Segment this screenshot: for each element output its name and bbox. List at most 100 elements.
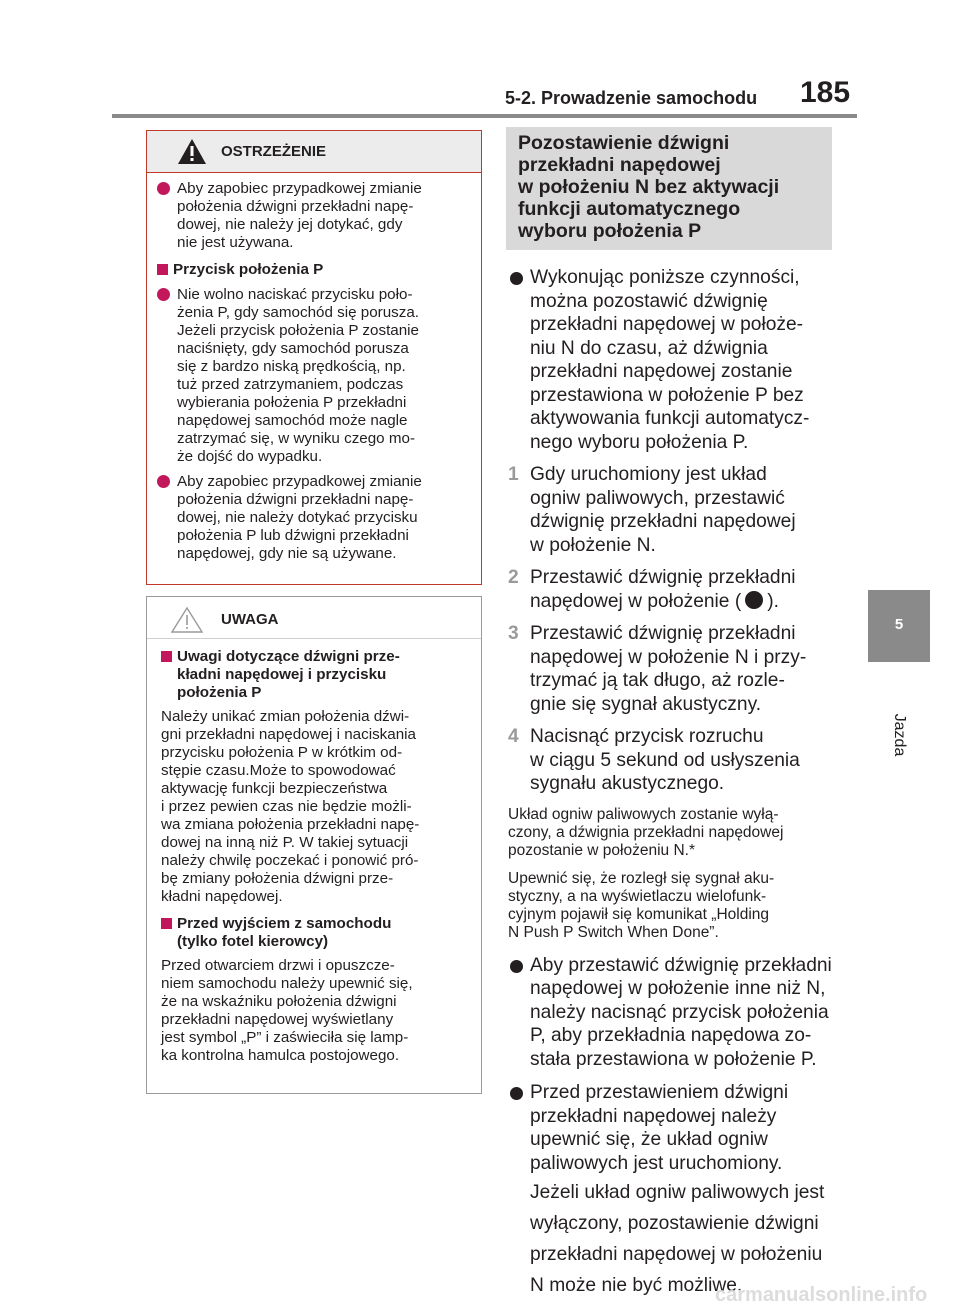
result-note-2: Upewnić się, że rozległ się sygnał aku- … bbox=[508, 870, 838, 942]
text-line: przestawiona w położenie P bez bbox=[530, 384, 804, 406]
text-line: Układ ogniw paliwowych zostanie wyłą- bbox=[508, 805, 779, 823]
text-line: aktywację funkcji bezpieczeństwa bbox=[161, 780, 388, 797]
text-line: w położenie N. bbox=[530, 534, 656, 556]
text-line: Nacisnąć przycisk rozruchu bbox=[530, 726, 764, 747]
step-1: 1 Gdy uruchomiony jest układ ogniw paliw… bbox=[508, 463, 838, 557]
text-line: położenia dźwigni przekładni napę- bbox=[177, 491, 414, 508]
text-line: wa zmiana położenia przekładni napę- bbox=[161, 816, 420, 833]
text-line: gni przekładni napędowej i naciskania bbox=[161, 726, 416, 743]
intro-bullet: Wykonując poniższe czynności, można pozo… bbox=[508, 266, 838, 454]
header-rule bbox=[112, 114, 857, 118]
text-line: że dojść do wypadku. bbox=[177, 448, 323, 465]
text-line: położenia P bbox=[177, 684, 262, 701]
text-line: nego wyboru położenia P. bbox=[530, 431, 749, 453]
step-4: 4 Nacisnąć przycisk rozruchu w ciągu 5 s… bbox=[508, 725, 838, 796]
text-line: się z bardzo niską prędkością, np. bbox=[177, 358, 406, 375]
square-bullet-icon bbox=[161, 918, 172, 929]
notice-paragraph-1: Należy unikać zmian położenia dźwi- gni … bbox=[161, 708, 471, 906]
text-line: Przestawić dźwignię przekładni bbox=[530, 623, 796, 644]
text-line: wybierania położenia P przekładni bbox=[177, 394, 407, 411]
text-line: dźwignię przekładni napędowej bbox=[530, 511, 796, 532]
step-2: 2 Przestawić dźwignię przekładni napędow… bbox=[508, 566, 838, 613]
text-line: pozostanie w położeniu N.* bbox=[508, 841, 695, 859]
bullet-before-shift: Przed przestawieniem dźwigni przekładni … bbox=[508, 1081, 838, 1301]
notice-paragraph-2: Przed otwarciem drzwi i opuszcze- niem s… bbox=[161, 957, 471, 1065]
text-line: przekładni napędowej należy bbox=[530, 1105, 777, 1127]
text-line: napędowej, gdy nie są używane. bbox=[177, 545, 397, 562]
text-line: Upewnić się, że rozległ się sygnał aku- bbox=[508, 869, 775, 887]
bullet-dot-icon bbox=[510, 959, 523, 973]
step-number: 1 bbox=[508, 464, 519, 485]
text-line: niu N do czasu, aż dźwignia bbox=[530, 337, 768, 359]
text-line: aktywowania funkcji automatycz- bbox=[530, 408, 810, 429]
text-line: Przed wyjściem z samochodu bbox=[177, 915, 392, 932]
text-line: i przez pewien czas nie będzie możli- bbox=[161, 798, 412, 815]
text-line: przekładni napędowej w położeniu bbox=[530, 1244, 823, 1265]
text-line: napędowej w położenie (). bbox=[530, 590, 838, 614]
text-line: Nie wolno naciskać przycisku poło- bbox=[177, 286, 413, 303]
text-line: ogniw paliwowych, przestawić bbox=[530, 487, 785, 509]
text-line: napędowej samochód może nagle bbox=[177, 412, 408, 429]
text-line: upewnić się, że układ ogniw bbox=[530, 1129, 768, 1150]
text-line: położenia P lub dźwigni przekładni bbox=[177, 527, 409, 544]
warning-bullet-2: Nie wolno naciskać przycisku poło- żenia… bbox=[157, 286, 471, 466]
warning-header: OSTRZEŻENIE bbox=[147, 131, 481, 173]
text-line: wyłączony, pozostawienie dźwigni bbox=[530, 1213, 819, 1234]
text-line: jest symbol „P” i zaświeciła się lamp- bbox=[161, 1029, 409, 1046]
text-line: dowej, nie należy dotykać przycisku bbox=[177, 509, 418, 526]
bullet-dot-icon bbox=[157, 182, 170, 195]
result-note-1: Układ ogniw paliwowych zostanie wyłą- cz… bbox=[508, 806, 838, 860]
text-line: Jeżeli przycisk położenia P zostanie bbox=[177, 322, 419, 339]
square-bullet-icon bbox=[161, 651, 172, 662]
text-line: trzymać ją tak długo, aż rozle- bbox=[530, 670, 785, 691]
page-number: 185 bbox=[800, 76, 851, 109]
text-line: dowej na inną niż P. W takiej sytuacji bbox=[161, 834, 409, 851]
text-line: zatrzymać się, w wyniku czego mo- bbox=[177, 430, 416, 447]
text-fragment: napędowej w położenie ( bbox=[530, 590, 742, 612]
text-line: sygnału akustycznego. bbox=[530, 773, 725, 794]
text-line: należy nacisnąć przycisk położenia bbox=[530, 1001, 829, 1023]
warning-subheading: Przycisk położenia P bbox=[157, 261, 471, 279]
text-line: przekładni napędowej wyświetlany bbox=[161, 1011, 394, 1028]
text-line: gnie się sygnał akustyczny. bbox=[530, 693, 762, 715]
text-line: Aby zapobiec przypadkowej zmianie bbox=[177, 180, 422, 197]
text-line: kładni napędowej. bbox=[161, 888, 283, 905]
text-line: dowej, nie należy jej dotykać, gdy bbox=[177, 216, 403, 233]
heading-line: w położeniu N bez aktywacji bbox=[518, 176, 780, 198]
shift-position-symbol-icon bbox=[745, 590, 764, 609]
text-line: (tylko fotel kierowcy) bbox=[177, 933, 329, 950]
text-line: można pozostawić dźwignię bbox=[530, 290, 768, 312]
text-line: Przed przestawieniem dźwigni bbox=[530, 1082, 789, 1103]
text-line: nie jest używana. bbox=[177, 234, 294, 251]
chapter-label-text: Jazda bbox=[891, 713, 908, 757]
heading-line: wyboru położenia P bbox=[518, 220, 702, 242]
bullet-dot-icon bbox=[510, 1087, 523, 1100]
section-heading: Pozostawienie dźwigni przekładni napędow… bbox=[506, 127, 832, 250]
text-line: Uwagi dotyczące dźwigni prze- bbox=[177, 648, 400, 665]
text-line: położenia dźwigni przekładni napę- bbox=[177, 198, 414, 215]
warning-bullet-1: Aby zapobiec przypadkowej zmianie położe… bbox=[157, 180, 471, 252]
notice-box: UWAGA Uwagi dotyczące dźwigni prze- kład… bbox=[146, 596, 482, 1094]
heading-line: funkcji automatycznego bbox=[518, 198, 741, 220]
text-line: cyjnym pojawił się komunikat „Holding bbox=[508, 905, 770, 923]
text-line: przycisku położenia P w krótkim od- bbox=[161, 744, 403, 761]
text-line: Przestawić dźwignię przekładni bbox=[530, 567, 796, 588]
text-line: przekładni napędowej zostanie bbox=[530, 361, 793, 382]
text-line: Gdy uruchomiony jest układ bbox=[530, 464, 767, 485]
text-line: kładni napędowej i przycisku bbox=[177, 666, 387, 683]
step-number: 2 bbox=[508, 567, 519, 588]
text-line: P, aby przekładnia napędowa zo- bbox=[530, 1025, 812, 1046]
bullet-dot-icon bbox=[157, 475, 170, 488]
warning-box: OSTRZEŻENIE Aby zapobiec przypadkowej zm… bbox=[146, 130, 482, 585]
warning-bullet-3: Aby zapobiec przypadkowej zmianie położe… bbox=[157, 473, 471, 563]
text-line: ka kontrolna hamulca postojowego. bbox=[161, 1047, 400, 1064]
chapter-label: Jazda bbox=[876, 700, 922, 770]
notice-subheading-1: Uwagi dotyczące dźwigni prze- kładni nap… bbox=[161, 648, 471, 702]
text-line: N Push P Switch When Done”. bbox=[508, 923, 719, 941]
text-line: Aby przestawić dźwignię przekładni bbox=[530, 954, 832, 976]
notice-subheading-2: Przed wyjściem z samochodu (tylko fotel … bbox=[161, 915, 471, 951]
text-line: niem samochodu należy upewnić się, bbox=[161, 975, 413, 992]
text-line: Aby zapobiec przypadkowej zmianie bbox=[177, 473, 422, 490]
warning-title: OSTRZEŻENIE bbox=[221, 143, 327, 160]
heading-line: Pozostawienie dźwigni bbox=[518, 132, 730, 154]
